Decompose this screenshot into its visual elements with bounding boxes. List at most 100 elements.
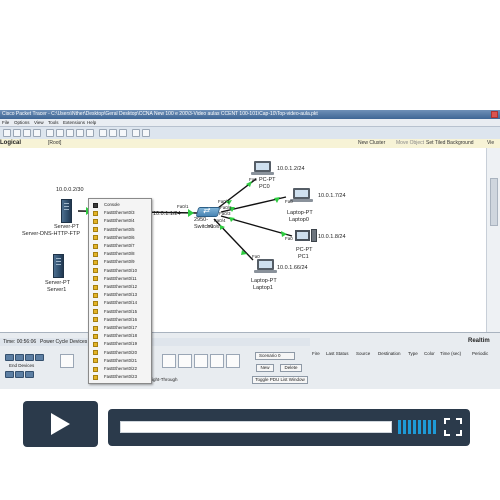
wan-emulation-category-icon[interactable] bbox=[15, 371, 24, 378]
port-item-label: FastEthernet0/7 bbox=[104, 243, 135, 248]
play-button[interactable] bbox=[23, 401, 98, 447]
menu-help[interactable]: Help bbox=[87, 120, 97, 125]
fastethernet-port-item[interactable]: FastEthernet0/9 bbox=[89, 258, 151, 266]
fastethernet-port-item[interactable]: FastEthernet0/19 bbox=[89, 340, 151, 348]
port-item-label: FastEthernet0/16 bbox=[104, 316, 137, 322]
laptop1-port-label: Fa0 bbox=[252, 254, 260, 259]
fastethernet-port-item[interactable]: FastEthernet0/22 bbox=[89, 365, 151, 373]
realtime-mode-label[interactable]: Realtim bbox=[468, 338, 490, 344]
laptop0-icon-base bbox=[290, 199, 313, 202]
hub-category-icon[interactable] bbox=[25, 354, 34, 361]
pc1-icon[interactable] bbox=[295, 230, 310, 241]
ethernet-port-icon bbox=[93, 227, 98, 233]
power-cycle-devices-button[interactable]: Power Cycle Devices bbox=[40, 339, 88, 345]
port-item-label: FastEthernet0/22 bbox=[104, 366, 137, 371]
fastethernet-port-item[interactable]: FastEthernet0/21 bbox=[89, 357, 151, 365]
close-window-button[interactable] bbox=[491, 111, 498, 118]
fastethernet-port-item[interactable]: FastEthernet0/16 bbox=[89, 316, 151, 324]
device-option[interactable] bbox=[226, 354, 240, 368]
paste-icon[interactable] bbox=[66, 129, 74, 137]
fullscreen-icon[interactable] bbox=[444, 418, 462, 436]
fastethernet-port-item[interactable]: FastEthernet0/18 bbox=[89, 332, 151, 340]
fastethernet-port-item[interactable]: FastEthernet0/12 bbox=[89, 283, 151, 291]
fastethernet-port-item[interactable]: FastEthernet0/8 bbox=[89, 250, 151, 258]
device-option[interactable] bbox=[194, 354, 208, 368]
fastethernet-port-item[interactable]: FastEthernet0/6 bbox=[89, 234, 151, 242]
custom-device-icon[interactable] bbox=[142, 129, 150, 137]
device-option[interactable] bbox=[210, 354, 224, 368]
scenario-select[interactable]: Scenario 0 bbox=[255, 352, 295, 360]
server1-icon[interactable] bbox=[53, 254, 64, 278]
console-port-item[interactable]: Console bbox=[89, 201, 151, 209]
fastethernet-port-item[interactable]: FastEthernet0/23 bbox=[89, 373, 151, 381]
copy-icon[interactable] bbox=[56, 129, 64, 137]
fastethernet-port-item[interactable]: FastEthernet0/20 bbox=[89, 349, 151, 357]
device-option[interactable] bbox=[178, 354, 192, 368]
device-option[interactable] bbox=[162, 354, 176, 368]
logical-workspace[interactable] bbox=[0, 148, 486, 332]
viewport-button[interactable]: Vie bbox=[487, 140, 495, 146]
laptop1-icon[interactable] bbox=[257, 259, 274, 270]
fastethernet-port-item[interactable]: FastEthernet0/10 bbox=[89, 267, 151, 275]
workspace-vertical-scrollbar[interactable] bbox=[486, 148, 500, 332]
fastethernet-port-item[interactable]: FastEthernet0/4 bbox=[89, 217, 151, 225]
progress-bar[interactable] bbox=[120, 421, 392, 433]
pc1-ip-label: 10.0.1.8/24 bbox=[318, 234, 346, 240]
server-dns-icon[interactable] bbox=[61, 199, 72, 223]
activity-wizard-icon[interactable] bbox=[46, 129, 54, 137]
new-cluster-button[interactable]: New Cluster bbox=[358, 140, 386, 146]
custom-devices-category-icon[interactable] bbox=[25, 371, 34, 378]
fastethernet-port-item[interactable]: FastEthernet0/5 bbox=[89, 226, 151, 234]
ethernet-port-icon bbox=[93, 325, 98, 331]
fastethernet-port-item[interactable]: FastEthernet0/3 bbox=[89, 209, 151, 217]
new-file-icon[interactable] bbox=[3, 129, 11, 137]
redo-icon[interactable] bbox=[86, 129, 94, 137]
open-file-icon[interactable] bbox=[13, 129, 21, 137]
new-scenario-button[interactable]: New bbox=[256, 364, 274, 372]
fastethernet-port-item[interactable]: FastEthernet0/11 bbox=[89, 275, 151, 283]
root-breadcrumb[interactable]: [Root] bbox=[48, 140, 62, 146]
fastethernet-port-item[interactable]: FastEthernet0/17 bbox=[89, 324, 151, 332]
save-icon[interactable] bbox=[23, 129, 31, 137]
router-category-icon[interactable] bbox=[5, 354, 14, 361]
delete-scenario-button[interactable]: Delete bbox=[280, 364, 302, 372]
video-control-bar bbox=[108, 409, 470, 446]
zoom-reset-icon[interactable] bbox=[109, 129, 117, 137]
laptop0-model-label: Laptop-PT bbox=[287, 210, 313, 216]
print-icon[interactable] bbox=[33, 129, 41, 137]
laptop1-ip-label: 10.0.1.66/24 bbox=[277, 265, 308, 271]
fastethernet-port-item[interactable]: FastEthernet0/14 bbox=[89, 299, 151, 307]
zoom-in-icon[interactable] bbox=[99, 129, 107, 137]
console-port-icon bbox=[93, 202, 98, 208]
menu-options[interactable]: Options bbox=[14, 120, 30, 125]
port-item-label: FastEthernet0/3 bbox=[104, 210, 135, 216]
logical-mode-label[interactable]: Logical bbox=[0, 140, 22, 146]
toggle-pdu-list-button[interactable]: Toggle PDU List Window bbox=[252, 376, 308, 384]
menu-tools[interactable]: Tools bbox=[48, 120, 59, 125]
wireless-category-icon[interactable] bbox=[35, 354, 44, 361]
menu-view[interactable]: View bbox=[34, 120, 44, 125]
link-status-indicator bbox=[226, 200, 232, 205]
port-item-label: FastEthernet0/8 bbox=[104, 251, 135, 257]
topology-links bbox=[77, 178, 293, 261]
move-object-button[interactable]: Move Object bbox=[396, 140, 425, 146]
palette-icon[interactable] bbox=[132, 129, 140, 137]
undo-icon[interactable] bbox=[76, 129, 84, 137]
device-option[interactable] bbox=[60, 354, 74, 368]
scrollbar-thumb[interactable] bbox=[490, 178, 498, 226]
set-tiled-background-button[interactable]: Set Tiled Background bbox=[426, 140, 474, 146]
pc0-icon[interactable] bbox=[254, 161, 271, 172]
switch-category-icon[interactable] bbox=[15, 354, 24, 361]
link-status-indicator bbox=[241, 250, 247, 255]
menu-extensions[interactable]: Extensions bbox=[63, 120, 86, 125]
zoom-out-icon[interactable] bbox=[119, 129, 127, 137]
menu-file[interactable]: File bbox=[2, 120, 10, 125]
fastethernet-port-item[interactable]: FastEthernet0/13 bbox=[89, 291, 151, 299]
fastethernet-port-item[interactable]: FastEthernet0/15 bbox=[89, 308, 151, 316]
switch-icon[interactable] bbox=[195, 207, 221, 217]
link-status-indicator bbox=[188, 209, 194, 217]
end-devices-category-icon[interactable] bbox=[5, 371, 14, 378]
fastethernet-port-item[interactable]: FastEthernet0/7 bbox=[89, 242, 151, 250]
volume-icon[interactable] bbox=[398, 420, 436, 434]
laptop0-icon[interactable] bbox=[293, 188, 310, 199]
